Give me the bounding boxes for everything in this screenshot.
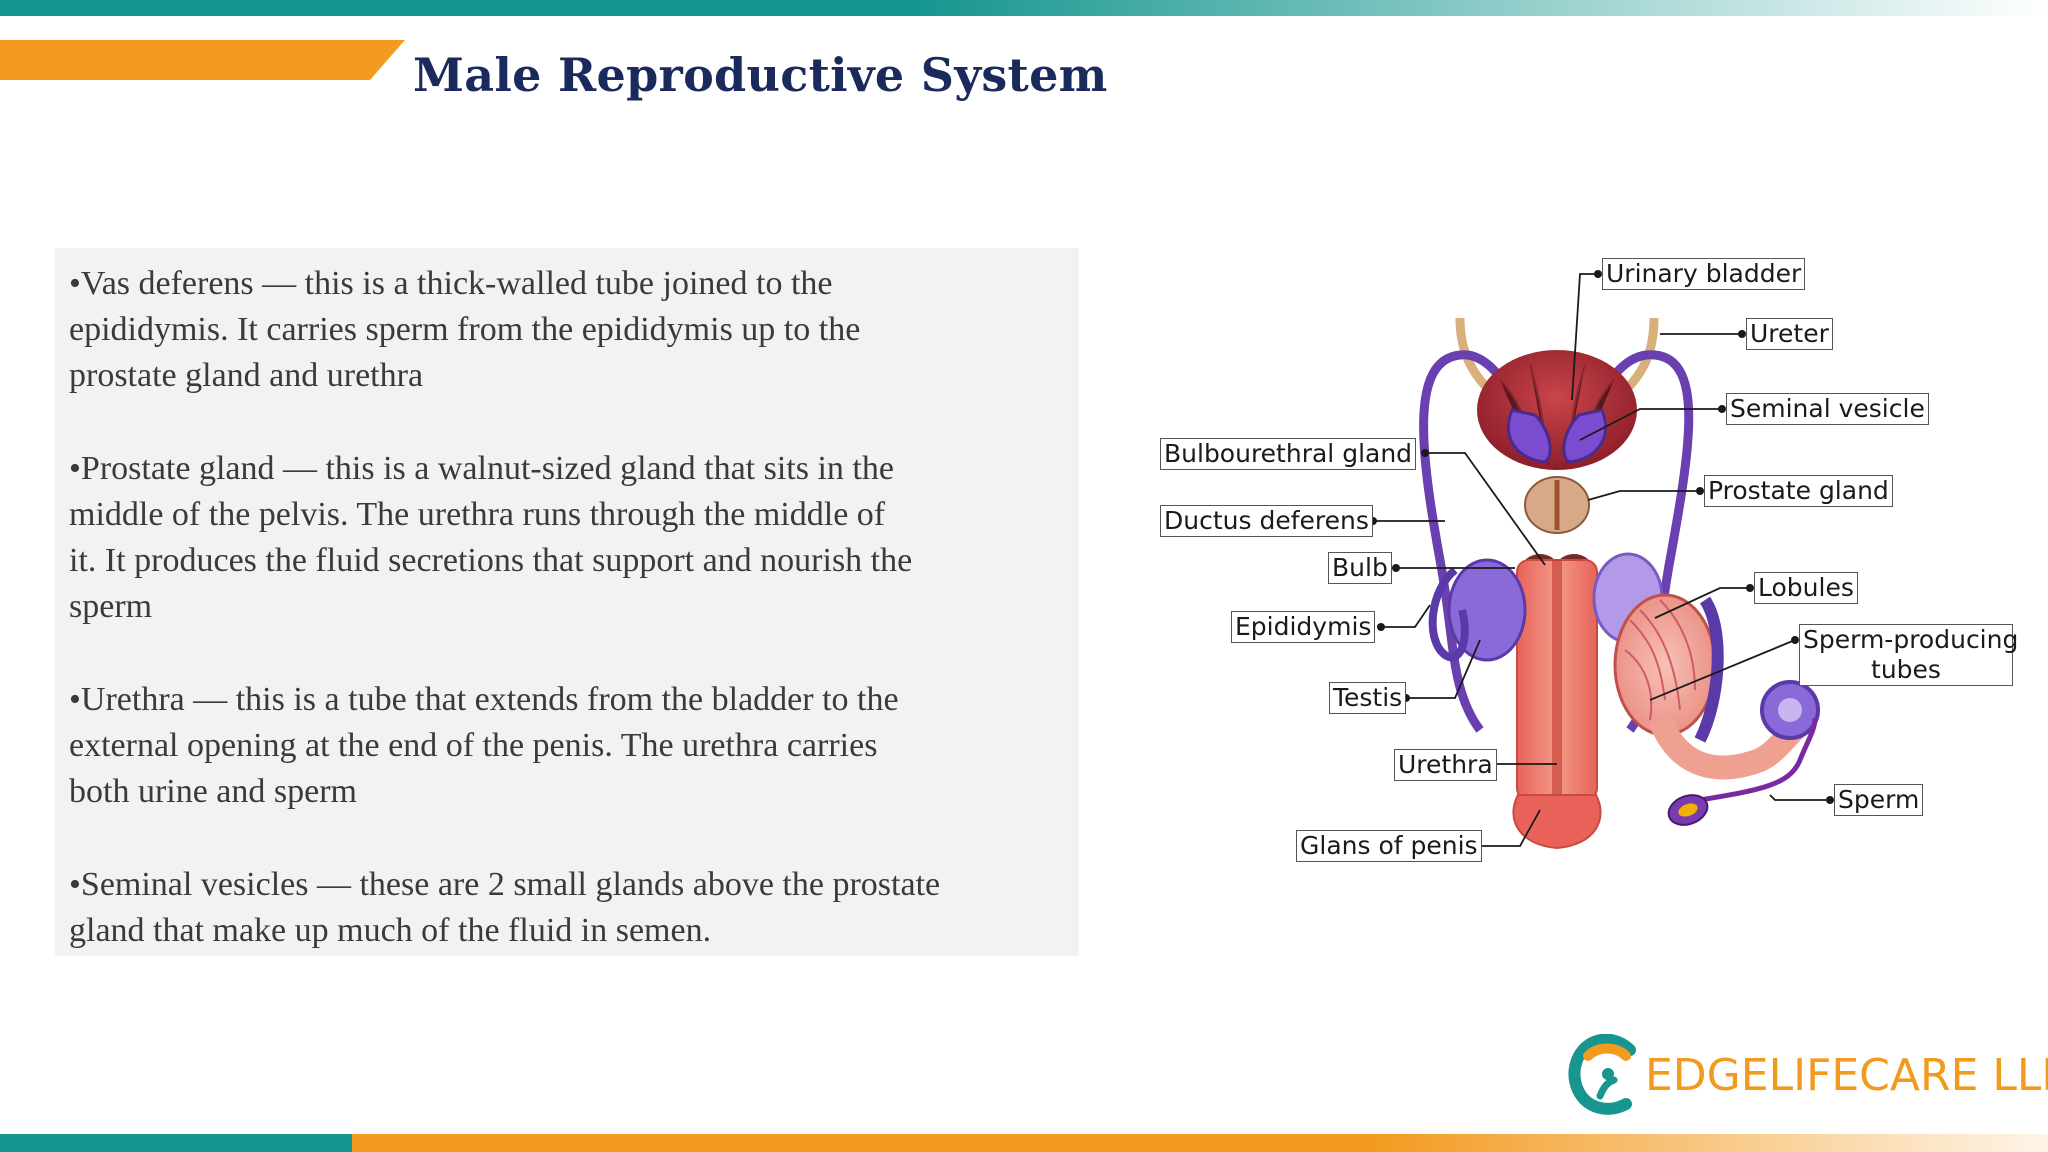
header-decoration — [0, 0, 2048, 80]
bullet-prostate-gland: •Prostate gland — this is a walnut-sized… — [69, 446, 1079, 630]
bullet-line: sperm — [69, 588, 153, 625]
label-urinary-bladder: Urinary bladder — [1602, 258, 1806, 290]
label-line: tubes — [1871, 655, 1941, 684]
header-teal-bar — [0, 0, 2048, 16]
bullet-urethra: •Urethra — this is a tube that extends f… — [69, 677, 1079, 815]
slide-title: Male Reproductive System — [413, 48, 1108, 102]
label-ureter: Ureter — [1746, 318, 1833, 350]
leader-seminal-vesicle — [1579, 408, 1722, 441]
label-bulbourethral-gland: Bulbourethral gland — [1160, 438, 1417, 470]
label-prostate-gland: Prostate gland — [1704, 475, 1893, 507]
company-logo-text: EDGELIFECARE LLP — [1645, 1050, 2048, 1101]
bullet-line: gland that make up much of the fluid in … — [69, 912, 712, 949]
bullet-line: it. It produces the fluid secretions tha… — [69, 542, 913, 579]
epididymis-right — [1694, 596, 1724, 743]
label-sperm: Sperm — [1834, 784, 1924, 816]
footer-decoration — [0, 1134, 2048, 1152]
label-lobules: Lobules — [1754, 572, 1858, 604]
label-bulb: Bulb — [1328, 552, 1392, 584]
leader-prostate — [1587, 490, 1700, 501]
bullet-line: •Seminal vesicles — these are 2 small gl… — [69, 866, 941, 903]
label-seminal-vesicle: Seminal vesicle — [1726, 393, 1929, 425]
sperm-tail — [1699, 717, 1818, 803]
text-panel: •Vas deferens — this is a thick-walled t… — [55, 248, 1079, 956]
bullet-line: both urine and sperm — [69, 773, 357, 810]
label-sperm-producing-tubes: Sperm-producing tubes — [1799, 624, 2019, 686]
label-ductus-deferens: Ductus deferens — [1160, 505, 1373, 537]
label-glans-of-penis: Glans of penis — [1296, 830, 1482, 862]
label-urethra: Urethra — [1394, 749, 1497, 781]
leader-sperm-producing — [1649, 639, 1796, 701]
label-line: Sperm-producing — [1803, 625, 2019, 654]
leader-glans — [1476, 809, 1541, 847]
leader-epididymis — [1381, 604, 1431, 628]
leader-sperm — [1769, 794, 1830, 801]
urinary-bladder-shape — [1477, 350, 1637, 470]
bullet-line: epididymis. It carries sperm from the ep… — [69, 311, 861, 348]
leader-urinary-bladder — [1571, 273, 1598, 401]
bullet-line: •Urethra — this is a tube that extends f… — [69, 681, 899, 718]
header-white-notch — [340, 16, 430, 40]
bullet-line: •Vas deferens — this is a thick-walled t… — [69, 265, 833, 302]
bullet-vas-deferens: •Vas deferens — this is a thick-walled t… — [69, 261, 1079, 399]
glans-shape — [1512, 794, 1602, 850]
seminal-vesicle-left — [1506, 408, 1552, 464]
bullet-line: external opening at the end of the penis… — [69, 727, 878, 764]
leader-lobules — [1654, 587, 1750, 619]
leader-testis — [1406, 639, 1481, 699]
bullet-seminal-vesicles: •Seminal vesicles — these are 2 small gl… — [69, 862, 1079, 954]
footer-teal-bar — [0, 1134, 352, 1152]
epididymis-left — [1428, 566, 1469, 662]
header-orange-bar — [0, 40, 405, 80]
leader-bulbourethral — [1425, 452, 1546, 566]
bullet-line: •Prostate gland — this is a walnut-sized… — [69, 450, 894, 487]
label-epididymis: Epididymis — [1231, 611, 1376, 643]
bullet-line: middle of the pelvis. The urethra runs t… — [69, 496, 886, 533]
seminal-vesicle-right — [1562, 408, 1608, 464]
edgelifecare-logo-icon — [1568, 1034, 1636, 1115]
footer-orange-bar — [352, 1134, 2048, 1152]
testis-cross-section — [1613, 593, 1717, 737]
bullet-line: prostate gland and urethra — [69, 357, 424, 394]
label-testis: Testis — [1329, 682, 1407, 714]
